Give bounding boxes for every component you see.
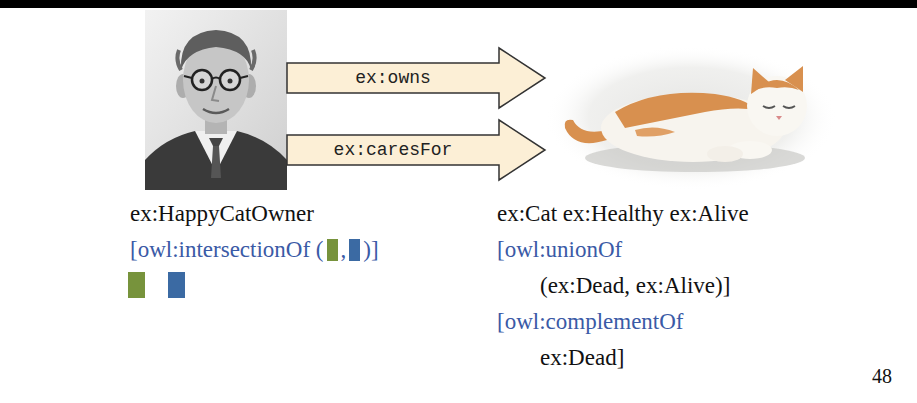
class-axiom: [owl:unionOf — [497, 236, 622, 264]
inline-swatch — [349, 239, 360, 261]
edge-label: ex:owns — [353, 67, 433, 89]
inline-swatch — [327, 239, 338, 261]
page-number: 48 — [872, 364, 892, 388]
formula-text: , — [341, 236, 347, 264]
class-name: ex:Cat ex:Healthy ex:Alive — [497, 200, 749, 228]
class-axiom: [owl:complementOf — [497, 308, 684, 336]
block-arrow — [287, 48, 545, 108]
edge-label: ex:caresFor — [332, 139, 455, 161]
person-photo — [145, 10, 287, 190]
formula-text: )] — [363, 236, 378, 264]
class-name: ex:HappyCatOwner — [130, 200, 314, 228]
block-arrow — [287, 120, 545, 180]
top-bar — [0, 0, 917, 8]
cat-photo — [545, 40, 837, 190]
class-axiom: (ex:Dead, ex:Alive)] — [540, 272, 730, 300]
class-axiom: ex:Dead] — [540, 344, 624, 372]
blue-swatch — [168, 272, 185, 298]
person-node: [owl:intersectionOf (,)]ex:HappyCatOwner — [145, 10, 287, 190]
formula-text: [owl:intersectionOf ( — [130, 236, 324, 264]
formula-row: [owl:intersectionOf (,)] — [130, 236, 379, 264]
cat-node: ex:Cat ex:Healthy ex:Alive[owl:unionOf(e… — [545, 40, 837, 190]
green-swatch — [128, 272, 145, 298]
